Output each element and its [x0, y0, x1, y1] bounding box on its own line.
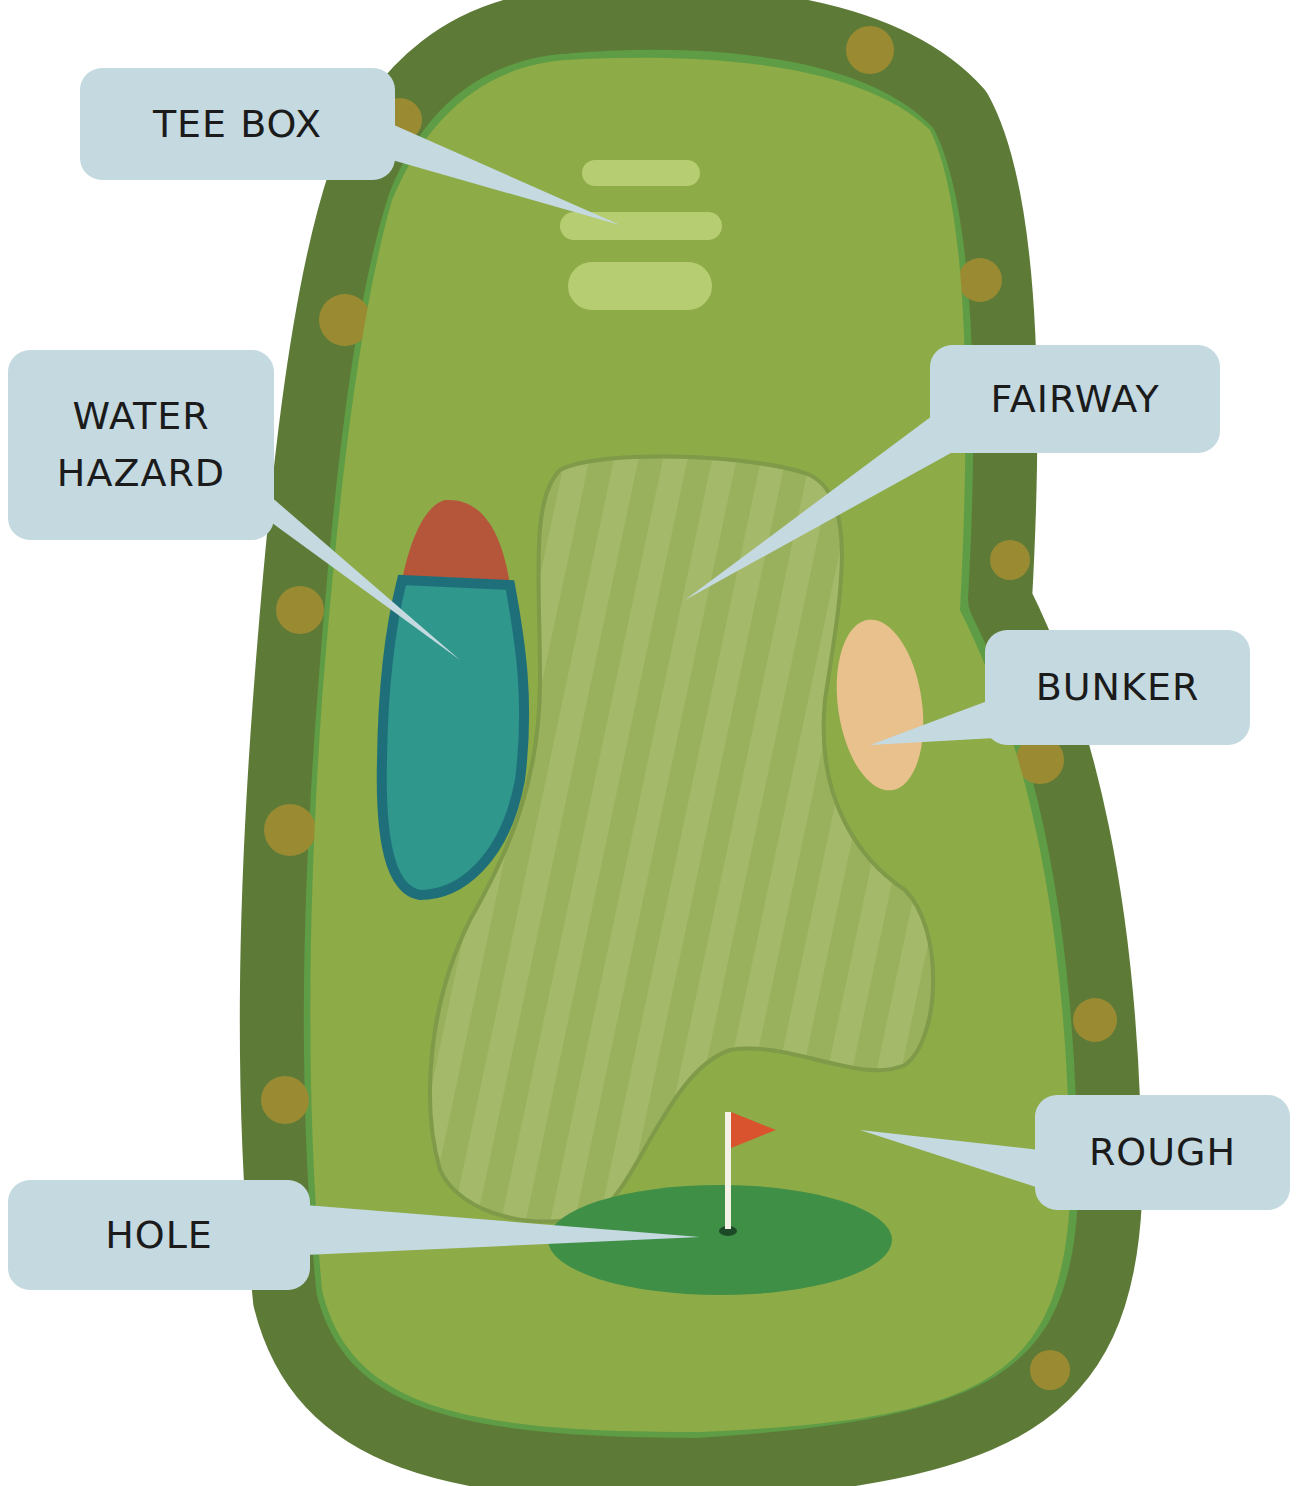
flag: [731, 1112, 776, 1148]
callout-label: FAIRWAY: [990, 371, 1159, 428]
water-bank: [402, 500, 510, 585]
callout-label: HOLE: [105, 1207, 213, 1264]
callout-label: ROUGH: [1089, 1124, 1236, 1181]
callout-tails: [240, 110, 1045, 1255]
callout-bubble: FAIRWAY: [930, 345, 1220, 453]
callout-label: BUNKER: [1036, 659, 1200, 716]
callout-bubble: BUNKER: [985, 630, 1250, 745]
callout-label: TEE BOX: [153, 96, 322, 153]
tee-box-shapes: [560, 160, 722, 310]
callout-bubble: WATER HAZARD: [8, 350, 274, 540]
water-shape: [382, 580, 524, 895]
flag-pole: [725, 1112, 731, 1229]
callout-bubble: ROUGH: [1035, 1095, 1290, 1210]
callout-bubble: HOLE: [8, 1180, 310, 1290]
bunker-shape: [826, 614, 933, 796]
callout-bubble: TEE BOX: [80, 68, 395, 180]
tree-border: [272, 18, 1110, 1470]
callout-label: WATER HAZARD: [26, 388, 256, 502]
